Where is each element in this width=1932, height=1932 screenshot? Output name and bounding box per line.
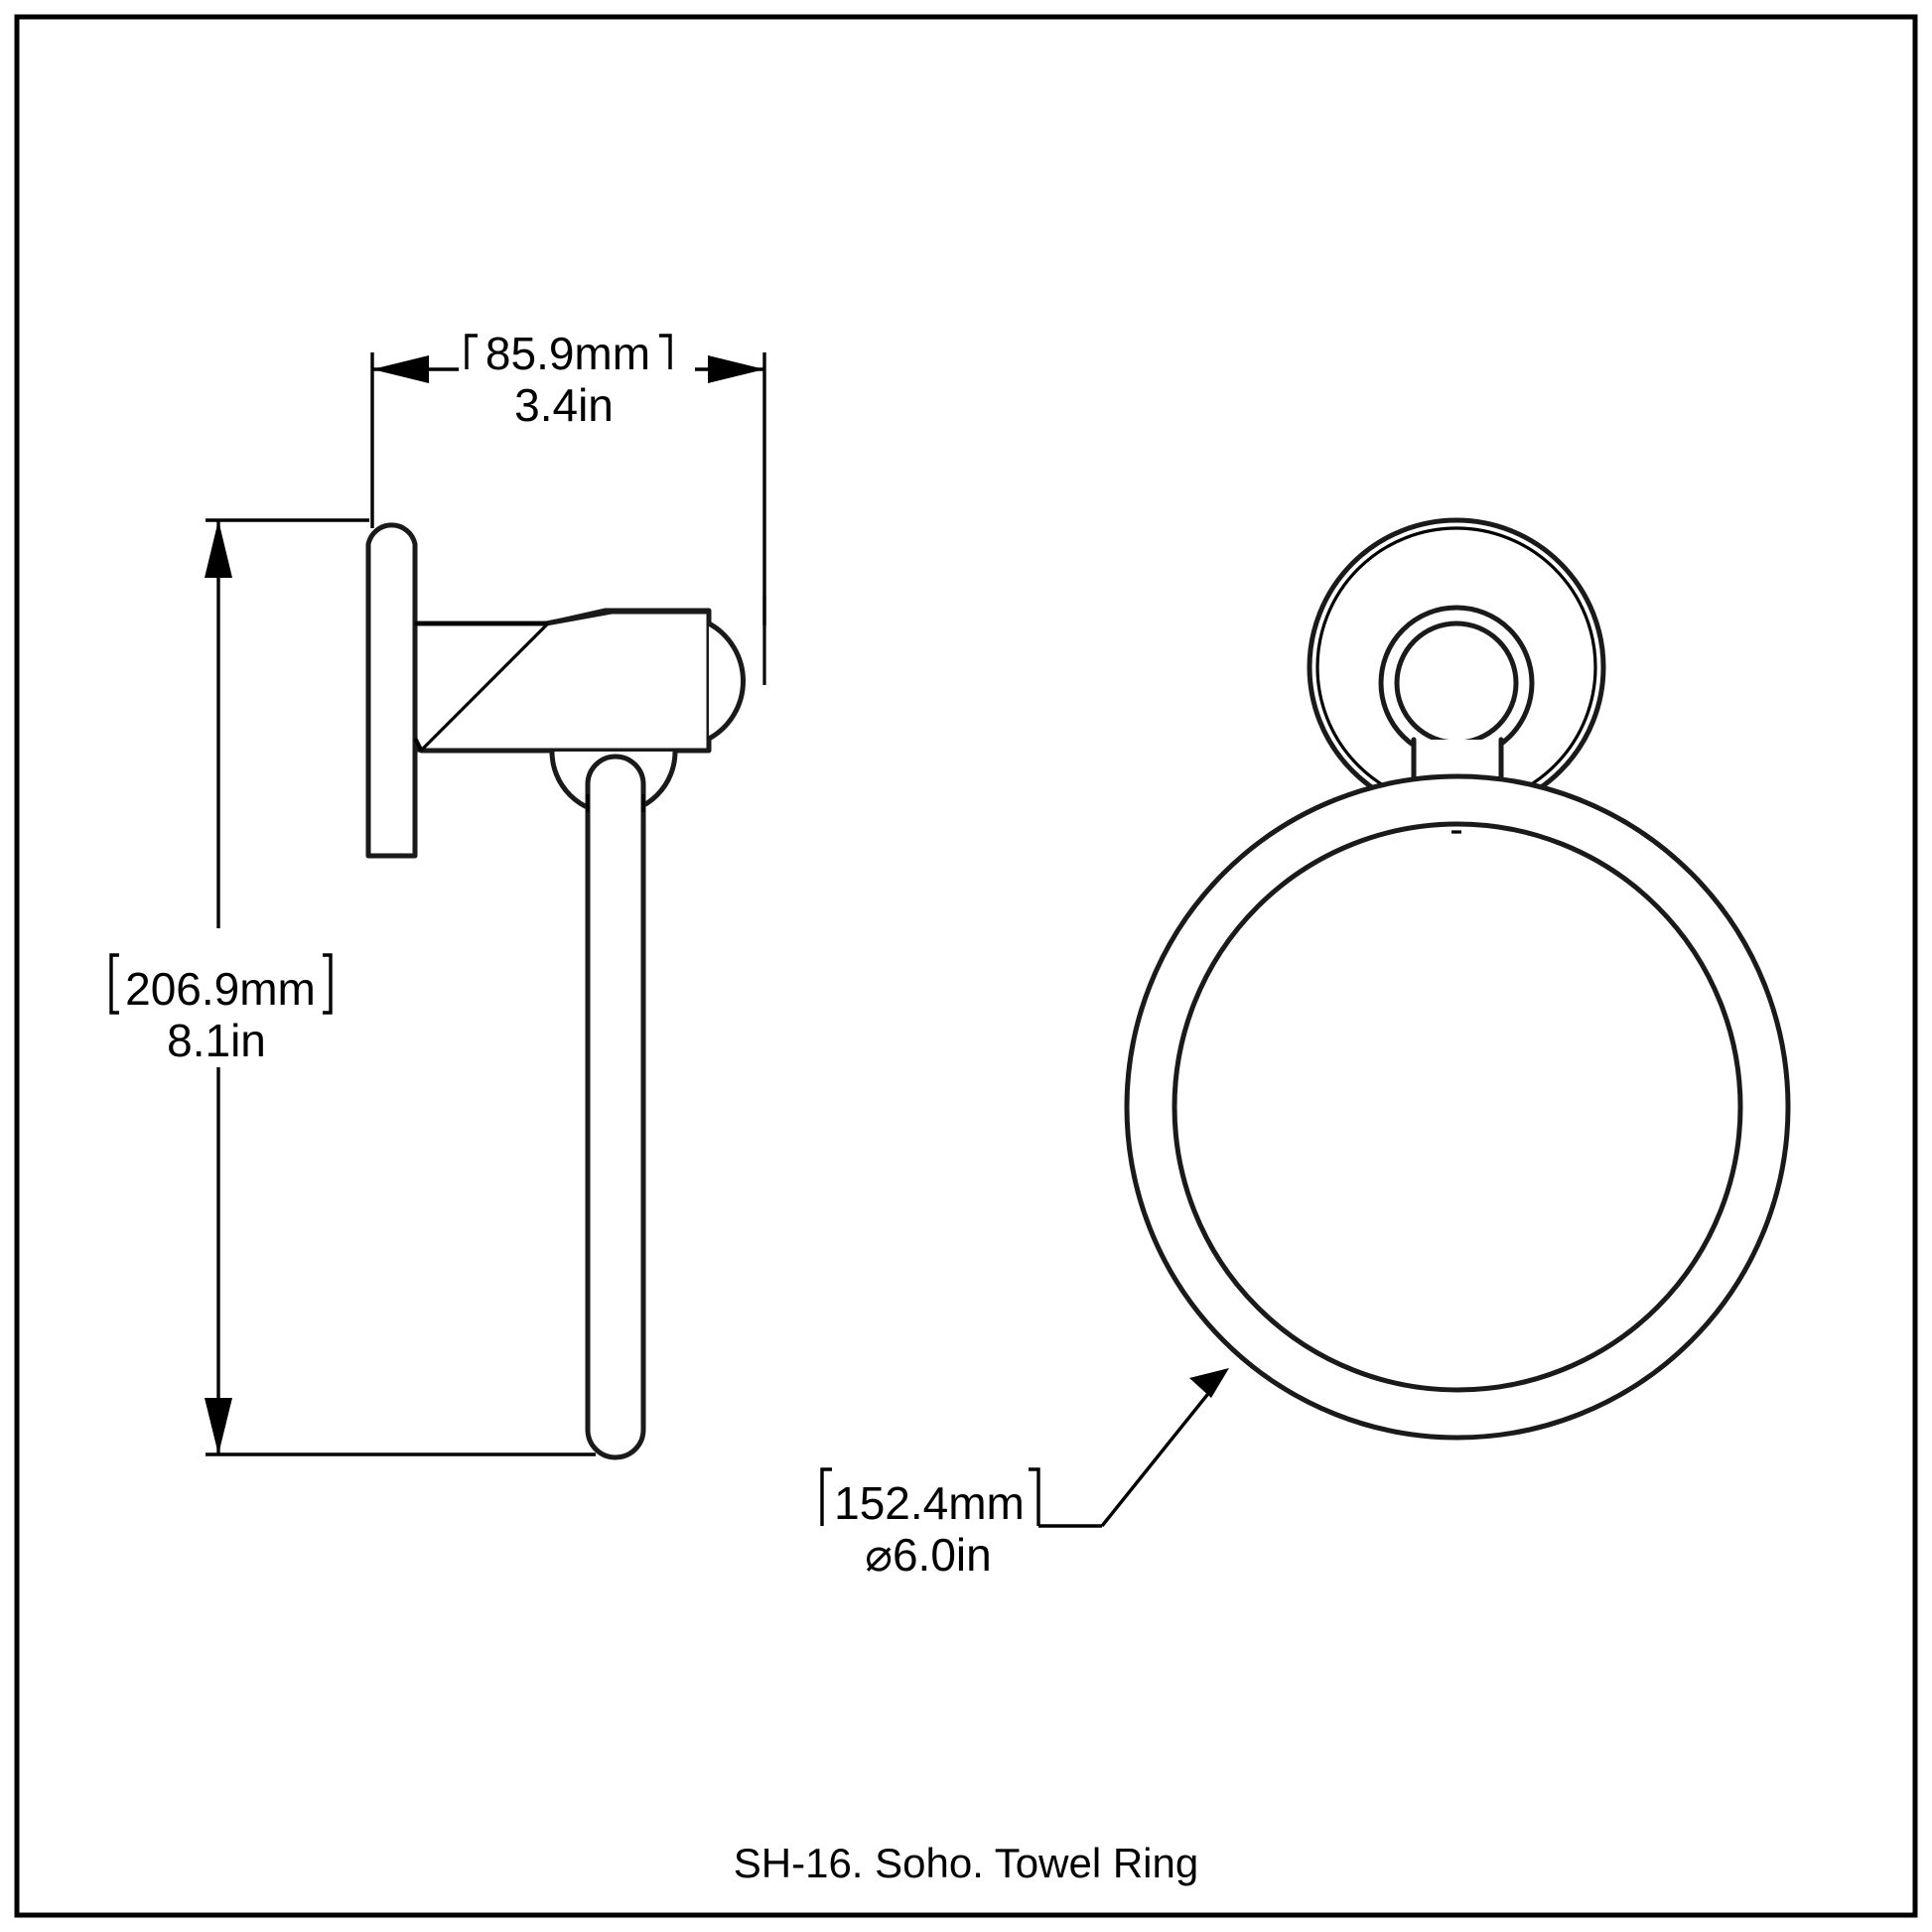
diameter-symbol: ⌀ bbox=[865, 1529, 893, 1581]
diameter-arrow bbox=[1189, 1368, 1229, 1398]
drawing-caption: SH-16. Soho. Towel Ring bbox=[734, 1840, 1198, 1886]
diameter-bracket-open bbox=[820, 1467, 832, 1526]
chamfer-diagonal bbox=[419, 621, 550, 753]
wall-plate bbox=[365, 522, 418, 859]
height-arrow-bottom bbox=[205, 1398, 232, 1454]
diameter-leader-line bbox=[1100, 1378, 1221, 1528]
diameter-bracket-close bbox=[1029, 1467, 1040, 1526]
height-bracket-close bbox=[323, 953, 333, 1015]
dimension-height: 206.9mm 8.1in bbox=[109, 518, 596, 1456]
boss-ring-inner bbox=[1394, 621, 1519, 746]
width-arrow-right bbox=[708, 355, 764, 383]
width-bracket-close bbox=[659, 334, 672, 369]
ring-tube-side bbox=[585, 754, 646, 1460]
arm-end-cap bbox=[706, 621, 746, 742]
height-mm-label: 206.9mm bbox=[125, 963, 316, 1015]
dimension-width: 85.9mm 3.4in bbox=[370, 328, 766, 625]
sheet-border bbox=[14, 14, 1918, 1918]
towel-ring-inner bbox=[1172, 821, 1743, 1393]
chamfer-foot bbox=[413, 738, 423, 752]
width-in-label: 3.4in bbox=[514, 379, 614, 431]
diameter-in-value: 6.0in bbox=[893, 1529, 992, 1581]
front-view bbox=[1124, 517, 1791, 1441]
mounting-arm-profile bbox=[412, 609, 712, 754]
dimension-diameter: 152.4mm ⌀6.0in bbox=[820, 1368, 1229, 1581]
diameter-mm-label: 152.4mm bbox=[834, 1477, 1025, 1529]
side-view bbox=[365, 522, 766, 1460]
diameter-in-label: ⌀6.0in bbox=[865, 1529, 991, 1581]
height-in-label: 8.1in bbox=[167, 1015, 266, 1066]
height-arrow-top bbox=[205, 520, 232, 578]
height-bracket-open bbox=[109, 953, 119, 1015]
width-arrow-left bbox=[372, 355, 429, 383]
width-mm-label: 85.9mm bbox=[485, 328, 650, 379]
width-bracket-open bbox=[465, 334, 478, 369]
